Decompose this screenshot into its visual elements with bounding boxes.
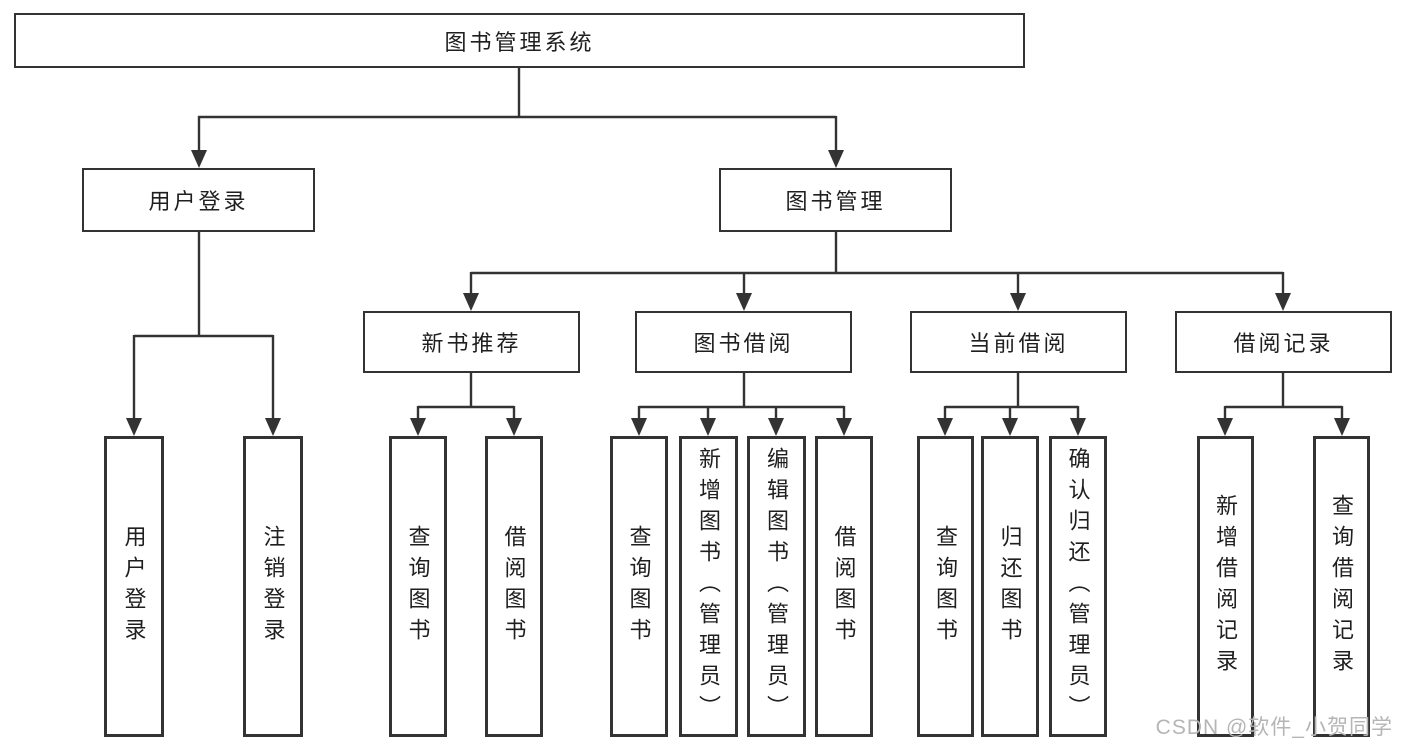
node-label: 借阅图书 <box>501 524 527 649</box>
node-label: 新书推荐 <box>421 331 522 356</box>
node-label: 用户登录 <box>121 524 147 649</box>
node-label: 用户登录 <box>148 189 249 214</box>
leaf-logout: 注销登录 <box>243 436 303 737</box>
node-label: 注销登录 <box>260 524 286 649</box>
node-label: 查询图书 <box>405 524 431 649</box>
node-label: 新增图书（管理员） <box>696 447 722 726</box>
node-label: 查询借阅记录 <box>1329 493 1355 680</box>
leaf-edit-books-admin: 编辑图书（管理员） <box>747 436 806 737</box>
leaf-borrow-books-1: 借阅图书 <box>485 436 543 737</box>
node-label: 新增借阅记录 <box>1213 493 1239 680</box>
node-borrow-records: 借阅记录 <box>1175 311 1392 373</box>
leaf-query-books-3: 查询图书 <box>917 436 974 737</box>
leaf-confirm-return-admin: 确认归还（管理员） <box>1049 436 1107 737</box>
node-label: 编辑图书（管理员） <box>764 447 790 726</box>
node-new-book-recommend: 新书推荐 <box>363 311 580 373</box>
node-label: 图书借阅 <box>693 331 794 356</box>
leaf-borrow-books-2: 借阅图书 <box>815 436 873 737</box>
leaf-query-borrow-record: 查询借阅记录 <box>1313 436 1370 737</box>
node-current-borrow: 当前借阅 <box>910 311 1127 373</box>
node-user-login: 用户登录 <box>82 168 315 232</box>
node-label: 查询图书 <box>626 524 652 649</box>
node-label: 借阅记录 <box>1233 331 1334 356</box>
node-book-borrow: 图书借阅 <box>635 311 852 373</box>
node-label: 图书管理系统 <box>444 29 595 55</box>
node-label: 确认归还（管理员） <box>1065 447 1091 726</box>
leaf-user-login: 用户登录 <box>104 436 164 737</box>
leaf-query-books-2: 查询图书 <box>610 436 668 737</box>
node-label: 查询图书 <box>933 524 959 649</box>
node-library-system-root: 图书管理系统 <box>14 13 1025 68</box>
node-label: 当前借阅 <box>968 331 1069 356</box>
leaf-add-books-admin: 新增图书（管理员） <box>679 436 738 737</box>
node-book-management: 图书管理 <box>719 168 952 232</box>
node-label: 图书管理 <box>785 189 886 214</box>
leaf-return-books: 归还图书 <box>981 436 1039 737</box>
leaf-query-books-1: 查询图书 <box>389 436 447 737</box>
node-label: 借阅图书 <box>831 524 857 649</box>
leaf-add-borrow-record: 新增借阅记录 <box>1197 436 1254 737</box>
node-label: 归还图书 <box>997 524 1023 649</box>
